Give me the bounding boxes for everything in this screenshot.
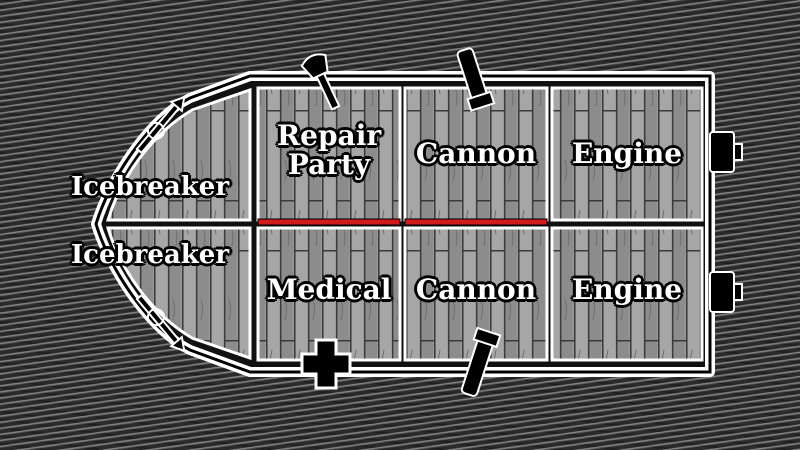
label-icebreaker-top: Icebreaker [70,172,230,203]
engine-icon [709,131,743,173]
label-engine-bottom: Engine [571,273,683,307]
cannon-icon [456,47,496,112]
label-cannon-bottom: Cannon [415,273,537,307]
breach-marker-right [404,218,548,226]
label-engine-top: Engine [571,137,683,171]
engine-icon [709,271,743,313]
harpoon-icon [135,293,186,353]
room-icebreaker-bottom [105,226,252,361]
harpoon-icon [135,95,186,155]
axe-icon [300,53,341,111]
medical-cross-icon [300,338,352,390]
label-repair-party: Repair Party [276,118,382,181]
room-engine-top [550,86,704,222]
room-engine-bottom [550,226,704,362]
label-icebreaker-bottom: Icebreaker [70,240,230,271]
label-cannon-top: Cannon [415,137,537,171]
room-icebreaker-top [105,87,252,222]
cannon-icon [460,326,502,397]
label-medical: Medical [266,273,392,307]
breach-marker-left [257,218,401,226]
